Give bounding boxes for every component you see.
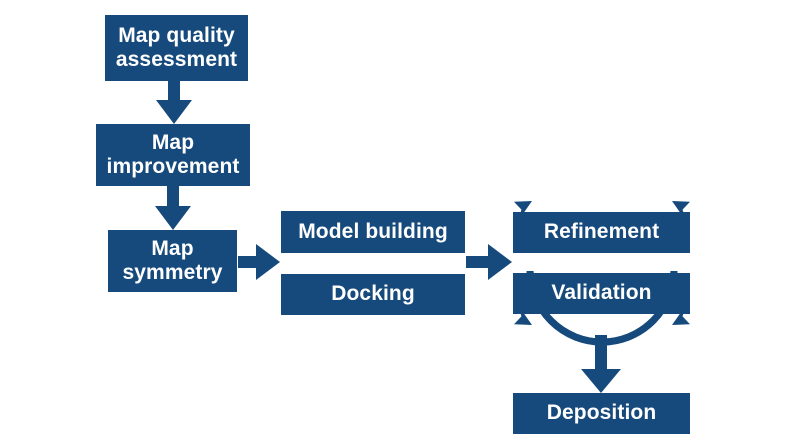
arrow-cycle-to-deposition	[581, 335, 621, 393]
node-label-deposition: Deposition	[546, 401, 657, 425]
arrow-improvement-to-symmetry	[155, 186, 191, 230]
arrow-symmetry-to-building	[238, 244, 280, 280]
node-map-symmetry[interactable]: Map symmetry	[108, 230, 237, 292]
node-label-map-quality-assessment: Map quality assessment	[115, 23, 238, 71]
arrow-assessment-to-improvement	[156, 80, 192, 124]
node-deposition[interactable]: Deposition	[513, 393, 690, 434]
node-label-map-improvement: Map improvement	[106, 130, 240, 178]
node-docking[interactable]: Docking	[281, 274, 465, 315]
cycle-gap-mask	[520, 255, 683, 271]
node-map-improvement[interactable]: Map improvement	[96, 124, 250, 186]
node-label-model-building: Model building	[298, 219, 448, 243]
node-validation[interactable]: Validation	[513, 273, 690, 314]
node-label-map-symmetry: Map symmetry	[122, 236, 223, 284]
node-label-validation: Validation	[551, 281, 652, 305]
node-label-refinement: Refinement	[543, 220, 660, 244]
node-refinement[interactable]: Refinement	[513, 212, 690, 253]
node-map-quality-assessment[interactable]: Map quality assessment	[105, 15, 248, 81]
arrow-building-to-refinement	[466, 244, 512, 280]
node-label-docking: Docking	[331, 282, 415, 306]
node-model-building[interactable]: Model building	[281, 211, 465, 253]
